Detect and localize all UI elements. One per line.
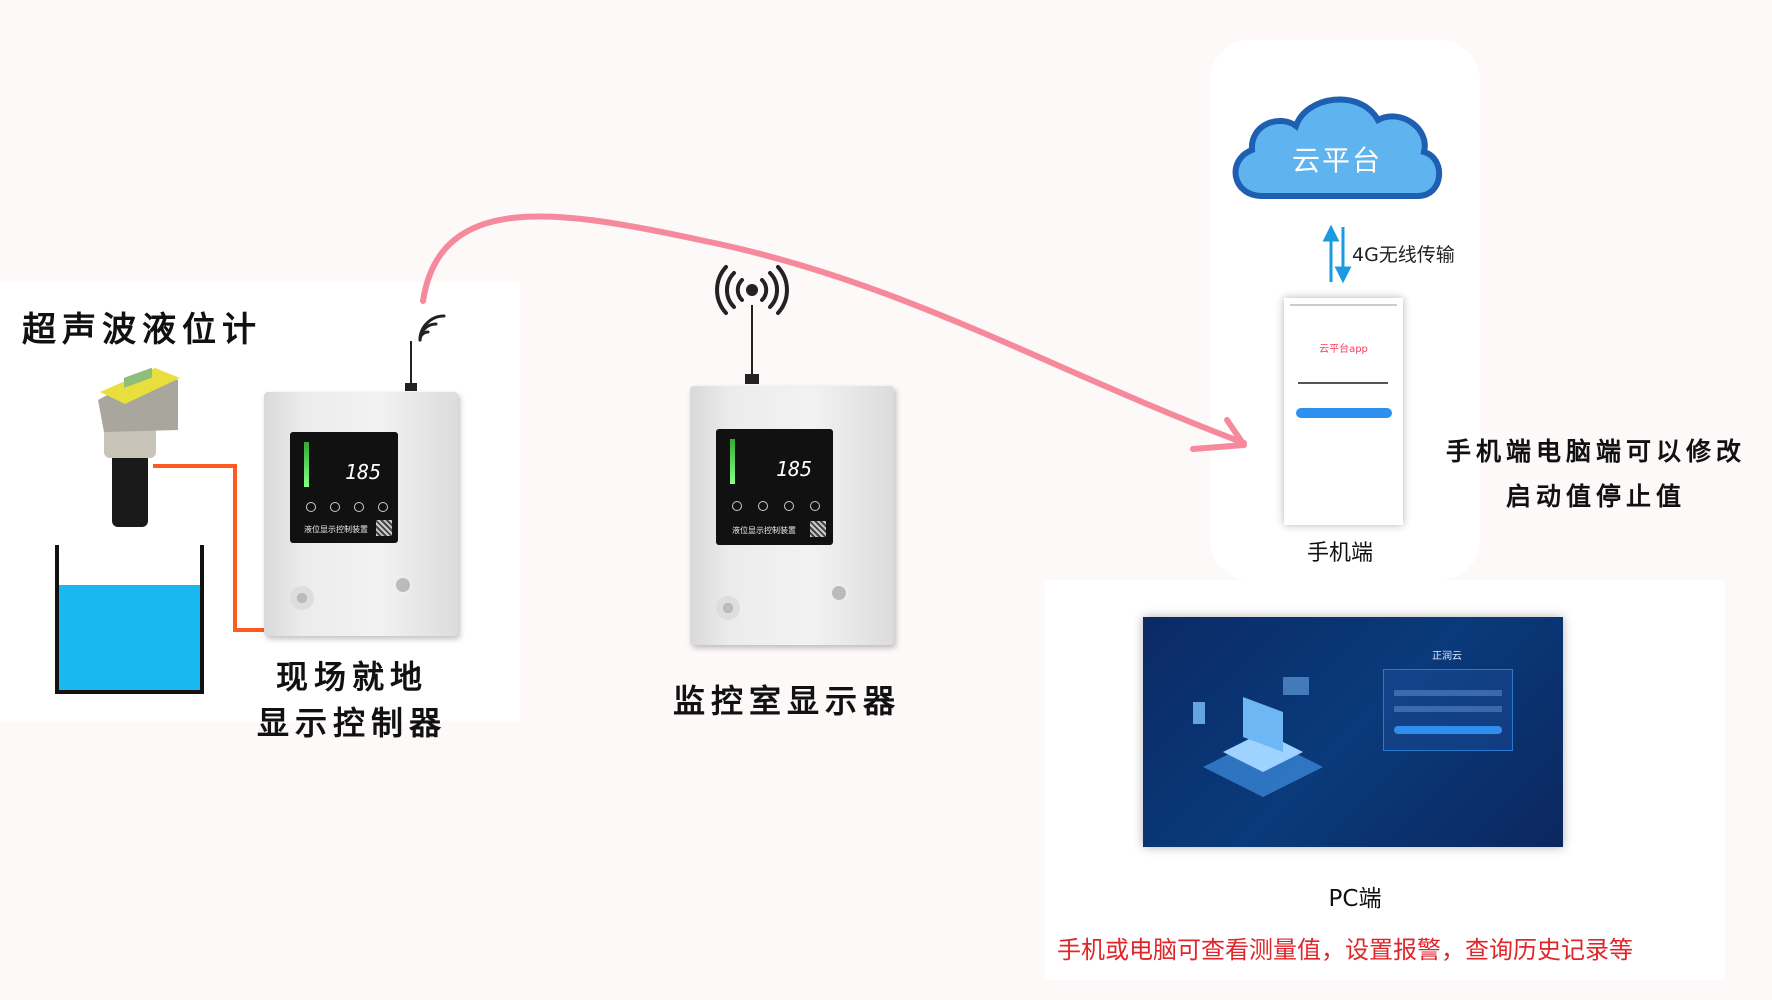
- login-button[interactable]: [1296, 408, 1392, 418]
- note-line-1: 手机端电脑端可以修改: [1445, 437, 1746, 466]
- pc-login-box: [1383, 669, 1513, 751]
- cloud-icon: [1232, 96, 1442, 199]
- signal-icon: [418, 314, 446, 342]
- pc-label: PC端: [1328, 886, 1382, 912]
- water: [58, 585, 201, 691]
- pc-login-button[interactable]: [1394, 726, 1502, 734]
- bidirectional-arrow-icon: [1322, 224, 1352, 284]
- monitor-room-label: 监控室显示器: [672, 682, 901, 720]
- phone-app-title: 云平台app: [1319, 344, 1368, 355]
- monitor-level-reading: 185: [776, 457, 813, 481]
- field-controller-label-2: 显示控制器: [256, 704, 447, 742]
- signal-arrow-path: [420, 213, 1247, 446]
- ultrasonic-sensor: [98, 367, 180, 527]
- cloud-label: 云平台: [1291, 144, 1382, 177]
- field-controller-label-1: 现场就地: [275, 658, 428, 696]
- controller-screen: 185 液位显示控制装置: [290, 432, 398, 543]
- monitor-room-device: 185 液位显示控制装置: [690, 386, 894, 645]
- field-controller-device: 185 液位显示控制装置: [264, 392, 458, 636]
- link-label: 4G无线传输: [1352, 244, 1455, 266]
- wireless-broadcast-icon: [715, 265, 789, 315]
- phone-screen[interactable]: 云平台app: [1284, 298, 1403, 525]
- level-reading: 185: [345, 460, 382, 484]
- signal-arrow-head: [1190, 417, 1247, 452]
- laptop-illustration: [1193, 677, 1323, 797]
- monitor-screen: 185 液位显示控制装置: [716, 429, 833, 545]
- footer-note: 手机或电脑可查看测量值，设置报警，查询历史记录等: [1057, 936, 1633, 964]
- pc-screen-title: 正润云: [1432, 651, 1462, 662]
- tank: [55, 545, 204, 694]
- pc-screen[interactable]: 正润云: [1143, 617, 1563, 847]
- sensor-title: 超声波液位计: [22, 310, 262, 350]
- note-line-2: 启动值停止值: [1505, 482, 1686, 511]
- phone-label: 手机端: [1306, 541, 1373, 566]
